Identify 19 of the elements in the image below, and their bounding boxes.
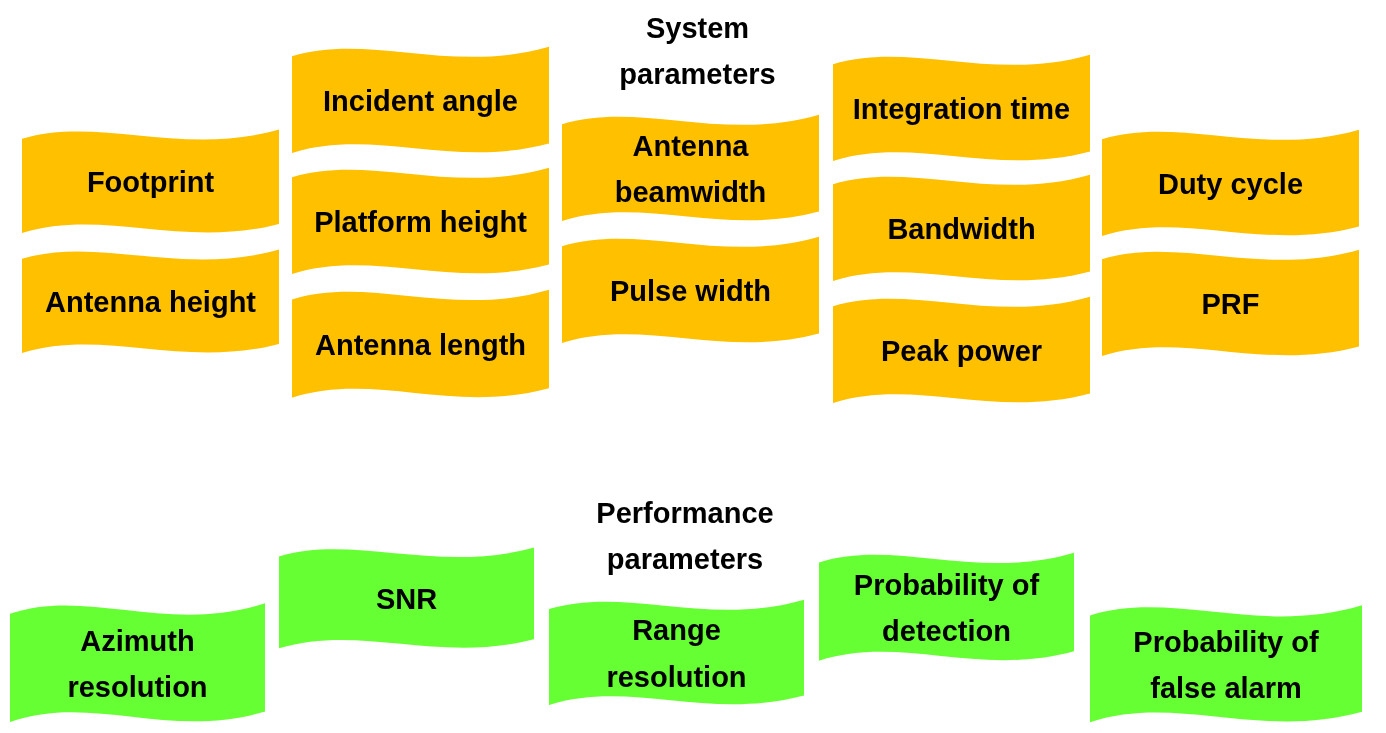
banner-label: Range resolution <box>605 613 748 695</box>
banner-label: Antenna length <box>314 327 526 363</box>
banner-label: SNR <box>375 581 438 617</box>
banner-label: Antenna height <box>44 285 256 321</box>
banner-label: Pulse width <box>609 273 772 309</box>
section-heading: System parameters <box>618 11 777 93</box>
banner-label: PRF <box>1201 286 1260 322</box>
section-heading: Performance parameters <box>595 496 775 578</box>
banner-label: Integration time <box>852 91 1071 127</box>
banner-label: Probability of false alarm <box>1132 624 1320 706</box>
banner-label: Bandwidth <box>887 211 1036 247</box>
banner-label: Azimuth resolution <box>66 623 209 705</box>
banner-label: Peak power <box>880 333 1043 369</box>
banner-label: Duty cycle <box>1157 166 1304 202</box>
banner-label: Probability of detection <box>852 567 1041 649</box>
banner-label: Antenna beamwidth <box>613 128 768 210</box>
banner-label: Platform height <box>314 204 527 240</box>
banner-label: Incident angle <box>323 83 518 119</box>
banner-label: Footprint <box>86 165 215 201</box>
